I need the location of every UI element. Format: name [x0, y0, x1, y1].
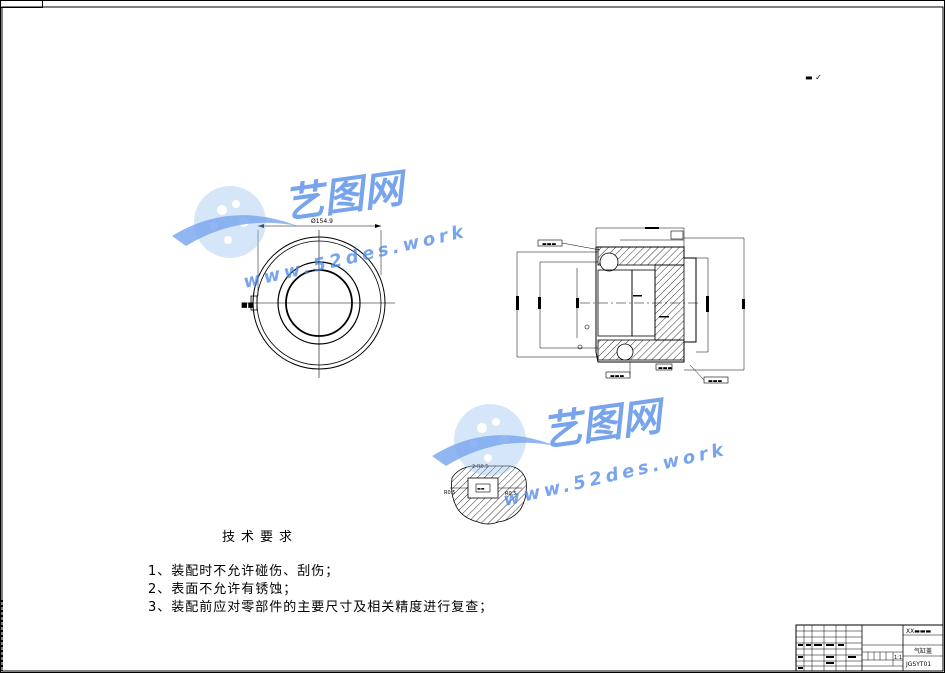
- corner-tab: [0, 0, 43, 8]
- detail-view: 2-R0.5 R0.5 R0.5 ▬▬: [444, 464, 527, 525]
- tol-frame-3: ▬▬▬: [655, 363, 672, 372]
- inner-border: [1, 6, 944, 672]
- watermark-upper: 艺图网 www.52des.work: [172, 165, 469, 293]
- detail-label-top: 2-R0.5: [472, 464, 488, 470]
- tol-frame-2: ▬▬▬: [605, 371, 631, 380]
- hatch-upper-flange: [597, 246, 685, 266]
- org-name: XX▬▬▬: [906, 628, 932, 635]
- svg-text:▬▬▬: ▬▬▬: [542, 242, 556, 248]
- drawing-no: JGSYT01: [905, 661, 931, 668]
- side-tag: ■■: [241, 301, 254, 309]
- svg-text:▬▬▬: ▬▬▬: [658, 366, 672, 372]
- scale-value: 1:1: [894, 655, 902, 661]
- section-view: ▬▬▬ ▬▬▬ ▬▬▬ ▬▬▬: [516, 227, 745, 385]
- tol-frame-1: ▬▬▬: [537, 239, 563, 248]
- front-view: ■■ Ø154.9: [241, 218, 395, 378]
- diameter-label: Ø154.9: [311, 218, 333, 225]
- watermark-globe-icon: [432, 404, 556, 476]
- requirement-item: 3、装配前应对零部件的主要尺寸及相关精度进行复查；: [148, 600, 494, 615]
- hatch-right-wall: [654, 264, 685, 341]
- detail-label-left: R0.5: [444, 490, 455, 496]
- watermark-globe-icon: [172, 186, 298, 258]
- requirement-item: 2、表面不允许有锈蚀；: [148, 582, 298, 597]
- title-block: XX▬▬▬ 气缸盖 JGSYT01 1:1: [795, 624, 944, 672]
- svg-text:▬▬▬: ▬▬▬: [610, 374, 624, 380]
- tech-requirements-title: 技术要求: [222, 530, 299, 545]
- requirement-item: 1、装配时不允许碰伤、刮伤；: [148, 564, 340, 579]
- detail-label-center: ▬▬: [477, 486, 485, 491]
- detail-label-right: R0.5: [505, 491, 516, 497]
- hatch-lower-flange: [597, 339, 685, 361]
- watermark-brand: 艺图网: [281, 165, 412, 228]
- svg-text:▬▬▬: ▬▬▬: [708, 379, 722, 385]
- watermark-brand: 艺图网: [539, 393, 670, 456]
- tol-frame-4: ▬▬▬: [703, 376, 729, 385]
- part-name: 气缸盖: [914, 647, 932, 655]
- watermark-url: www.52des.work: [241, 221, 469, 293]
- watermark-url: www.52des.work: [501, 439, 729, 511]
- roughness-mark: ▬ ✓: [805, 73, 822, 82]
